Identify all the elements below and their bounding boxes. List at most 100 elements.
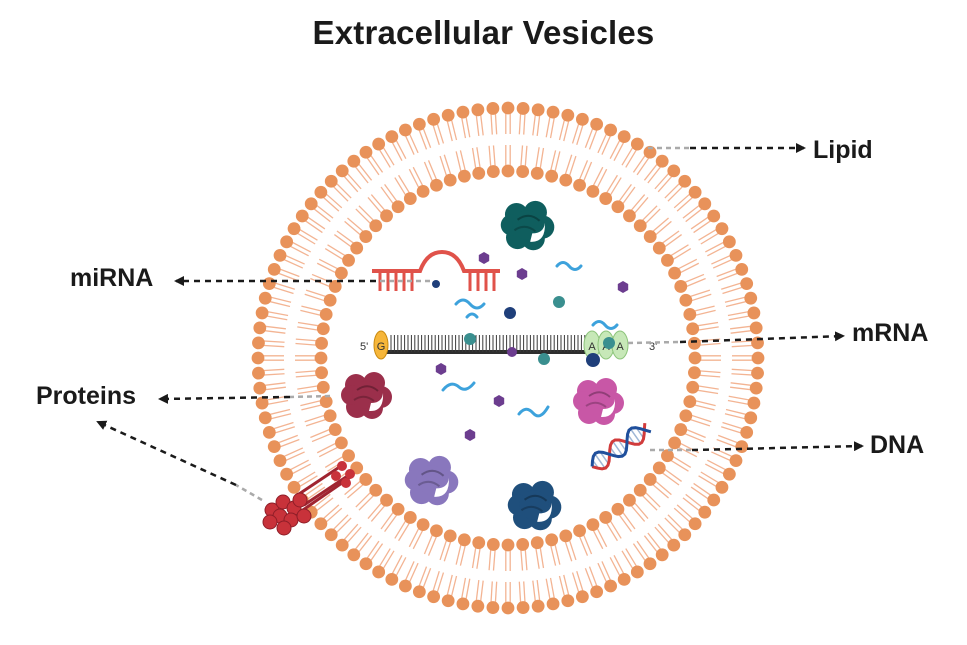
- membrane-protein-helix: [304, 473, 352, 505]
- lipid-head-outer: [735, 440, 748, 453]
- lipid-head-inner: [472, 536, 485, 549]
- lipid-head-inner: [668, 436, 681, 449]
- lipid-head-inner: [573, 524, 586, 537]
- lipid-head-outer: [723, 235, 736, 248]
- lipid-head-outer: [256, 307, 269, 320]
- lipid-head-outer: [259, 411, 272, 424]
- mirna-dot: [432, 280, 440, 288]
- protein-crimson: [341, 372, 392, 419]
- lipid-head-outer: [314, 186, 327, 199]
- lipid-head-inner: [430, 524, 443, 537]
- lipid-head-outer: [631, 138, 644, 151]
- lipid-head-inner: [329, 423, 342, 436]
- protein-teal: [501, 201, 555, 250]
- membrane-protein-bead: [263, 515, 277, 529]
- lipid-head-inner: [661, 254, 674, 267]
- label-mirna: miRNA: [70, 264, 153, 293]
- lipid-head-outer: [259, 292, 272, 305]
- lipid-head-inner: [688, 337, 701, 350]
- lipid-head-outer: [502, 102, 515, 115]
- lipid-head-outer: [253, 321, 266, 334]
- lipid-head-outer: [707, 210, 720, 223]
- lipid-head-outer: [667, 539, 680, 552]
- lipid-head-inner: [599, 192, 612, 205]
- lipid-head-outer: [750, 382, 763, 395]
- lipid-head-outer: [618, 130, 631, 143]
- lipid-head-inner: [392, 503, 405, 516]
- lipid-head-outer: [618, 573, 631, 586]
- lipid-head-inner: [516, 165, 529, 178]
- lipid-head-inner: [315, 366, 328, 379]
- lipid-head-outer: [716, 222, 729, 235]
- lipid-head-outer: [735, 263, 748, 276]
- lipid-head-outer: [740, 277, 753, 290]
- lipid-head-outer: [644, 557, 657, 570]
- lipid-head-inner: [430, 179, 443, 192]
- lipid-head-outer: [547, 598, 560, 611]
- lipid-head-outer: [487, 102, 500, 115]
- small-molecule-circle: [504, 307, 516, 319]
- dna-helix: [587, 420, 653, 474]
- label-dna: DNA: [870, 431, 924, 460]
- lipid-heads: [252, 102, 765, 615]
- lipid-head-inner: [612, 503, 625, 516]
- lipid-head-outer: [252, 337, 265, 350]
- page-title: Extracellular Vesicles: [0, 14, 967, 52]
- rna-fragment: [443, 383, 474, 390]
- lipid-head-outer: [604, 124, 617, 137]
- rna-fragment: [593, 322, 617, 329]
- lipid-head-inner: [686, 322, 699, 335]
- arrow-dna: [692, 446, 862, 450]
- lipid-head-inner: [369, 219, 382, 232]
- mrna-polya-letter: A: [588, 341, 596, 353]
- lipid-head-inner: [417, 185, 430, 198]
- rna-fragment: [519, 407, 548, 416]
- protein-pink: [573, 378, 624, 425]
- lipid-head-inner: [335, 436, 348, 449]
- lipid-head-outer: [296, 210, 309, 223]
- lipid-head-outer: [716, 481, 729, 494]
- lipid-head-inner: [623, 209, 636, 222]
- lipid-head-outer: [336, 164, 349, 177]
- lipid-head-inner: [444, 529, 457, 542]
- small-molecule-circle: [464, 333, 476, 345]
- lipid-head-outer: [678, 175, 691, 188]
- lipid-head-outer: [427, 113, 440, 126]
- lipid-head-inner: [458, 533, 471, 546]
- lipid-head-outer: [678, 528, 691, 541]
- lipid-head-outer: [268, 263, 281, 276]
- lipid-head-inner: [317, 322, 330, 335]
- lipid-head-inner: [653, 242, 666, 255]
- lipid-head-outer: [502, 602, 515, 615]
- rna-fragment: [467, 314, 477, 317]
- lipid-head-inner: [487, 165, 500, 178]
- small-molecule-hexagon: [436, 363, 446, 375]
- lipid-head-inner: [634, 219, 647, 232]
- lipid-head-outer: [656, 155, 669, 168]
- lipid-head-outer: [471, 103, 484, 116]
- lipid-head-inner: [342, 254, 355, 267]
- small-molecule-circle: [603, 337, 615, 349]
- lipid-head-outer: [590, 585, 603, 598]
- lipid-head-outer: [750, 321, 763, 334]
- lipid-head-outer: [590, 118, 603, 131]
- lipid-head-outer: [471, 600, 484, 613]
- lipid-head-inner: [404, 192, 417, 205]
- lipid-head-inner: [683, 308, 696, 321]
- lipid-head-outer: [667, 164, 680, 177]
- membrane-protein-bead: [293, 493, 307, 507]
- lipid-head-outer: [399, 580, 412, 593]
- lipid-head-outer: [253, 382, 266, 395]
- small-molecule-hexagon: [494, 395, 504, 407]
- lipid-head-inner: [342, 449, 355, 462]
- lipid-head-inner: [686, 381, 699, 394]
- label-lipid: Lipid: [813, 136, 873, 165]
- lipid-head-inner: [689, 352, 702, 365]
- lipid-head-inner: [317, 381, 330, 394]
- lipid-head-outer: [413, 585, 426, 598]
- lipid-head-outer: [698, 197, 711, 210]
- lipid-head-outer: [744, 411, 757, 424]
- lipid-head-outer: [457, 598, 470, 611]
- protein-navy: [508, 481, 562, 530]
- membrane-protein-bead: [277, 521, 291, 535]
